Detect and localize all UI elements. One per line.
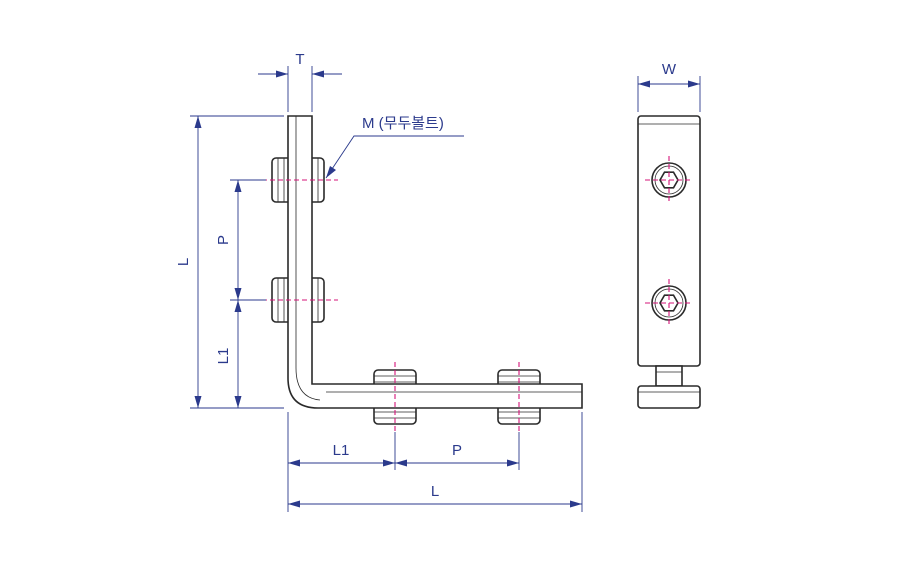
- side-bolt-head: [637, 385, 701, 409]
- bolt-callout-label: M (무두볼트): [362, 115, 444, 132]
- dimensions: T W M (무두볼트) L P L1: [175, 51, 701, 512]
- side-view: [637, 115, 701, 409]
- l-bracket-plate: [287, 115, 583, 409]
- offset-vertical-label: L1: [215, 348, 232, 365]
- length-vertical-label: L: [175, 258, 192, 266]
- side-plate: [637, 115, 701, 367]
- pitch-vertical-label: P: [215, 235, 232, 245]
- thickness-label: T: [295, 51, 304, 68]
- width-label: W: [662, 61, 677, 78]
- side-bolt-shank: [655, 365, 683, 387]
- pitch-horizontal-label: P: [452, 442, 462, 459]
- offset-horizontal-label: L1: [333, 442, 350, 459]
- front-view: [262, 115, 583, 432]
- length-horizontal-label: L: [431, 483, 439, 500]
